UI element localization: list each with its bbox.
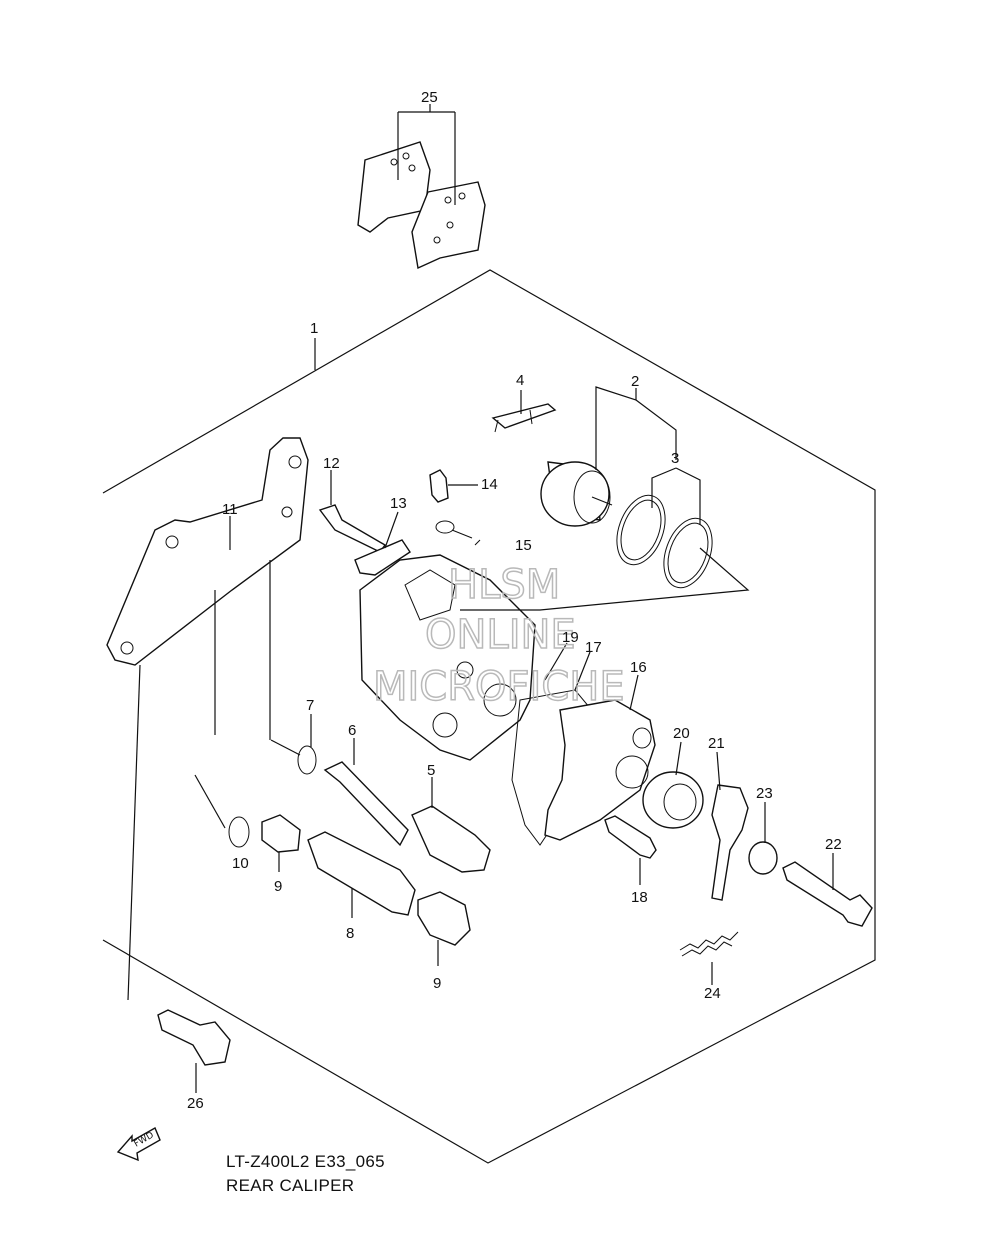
callout-numbers: 25 1 4 2 3 12 14 13 11 15 19 17 16 7 6 2…: [187, 89, 842, 1112]
part-4-pad-clip: [491, 403, 557, 433]
callout-5: 5: [427, 762, 435, 779]
callout-15: 15: [515, 537, 532, 554]
part-22-bolt: [782, 861, 873, 927]
part-26-bolt: [157, 1009, 231, 1066]
callout-7: 7: [306, 697, 314, 714]
part-24-spring: [679, 931, 739, 957]
callout-23: 23: [756, 785, 773, 802]
callout-4: 4: [516, 372, 524, 389]
callout-12: 12: [323, 455, 340, 472]
callout-25: 25: [421, 89, 438, 106]
callout-9-lower: 9: [433, 975, 441, 992]
callout-11: 11: [222, 501, 238, 518]
part-11-caliper-bracket: [106, 437, 309, 666]
part-10-washer: [228, 816, 250, 848]
model-code: LT-Z400L2 E33_065: [226, 1152, 385, 1171]
callout-18: 18: [631, 889, 648, 906]
watermark-line-2: ONLINE: [425, 612, 576, 658]
leader-lines: [127, 104, 834, 1093]
forward-arrow-icon: FWD: [116, 1127, 161, 1162]
part-20-cam: [642, 771, 704, 829]
part-16-parking-housing: [544, 699, 656, 841]
callout-24: 24: [704, 985, 721, 1002]
callout-3: 3: [671, 450, 679, 467]
callout-8: 8: [346, 925, 354, 942]
assembly-outline: [102, 269, 876, 1164]
part-13-plate: [354, 539, 411, 576]
part-6-pin: [323, 761, 409, 847]
callout-20: 20: [673, 725, 690, 742]
callout-13: 13: [390, 495, 407, 512]
part-21-parking-lever: [711, 784, 749, 901]
part-9-boot-lower: [417, 891, 471, 946]
part-5-boot: [411, 805, 491, 873]
callout-16: 16: [630, 659, 647, 676]
part-2-piston: [540, 461, 613, 527]
part-7-washer: [297, 745, 317, 775]
callout-10: 10: [232, 855, 249, 872]
part-15-bleeder-cap: [435, 520, 481, 546]
callout-22: 22: [825, 836, 842, 853]
part-23-nut: [748, 841, 778, 875]
part-12-bolt: [318, 504, 387, 553]
part-18-screw: [604, 815, 657, 859]
callout-2: 2: [631, 373, 639, 390]
watermark: HLSM ONLINE MICROFICHE: [372, 561, 625, 711]
part-9-boot-upper: [261, 814, 301, 853]
part-14-bleeder-valve: [429, 469, 449, 503]
watermark-line-1: HLSM: [448, 562, 560, 608]
callout-1: 1: [310, 320, 318, 337]
callout-26: 26: [187, 1095, 204, 1112]
part-8-sleeve-pin: [307, 831, 416, 916]
callout-6: 6: [348, 722, 356, 739]
callout-17: 17: [585, 639, 602, 656]
part-25-brake-pads: [357, 141, 486, 270]
callout-21: 21: [708, 735, 725, 752]
watermark-line-3: MICROFICHE: [373, 664, 625, 710]
callout-14: 14: [481, 476, 498, 493]
diagram-title: REAR CALIPER: [226, 1176, 355, 1195]
caliper-body: [359, 554, 536, 761]
callout-19: 19: [562, 629, 579, 646]
part-3-piston-seals: [616, 494, 713, 589]
callout-9-upper: 9: [274, 878, 282, 895]
